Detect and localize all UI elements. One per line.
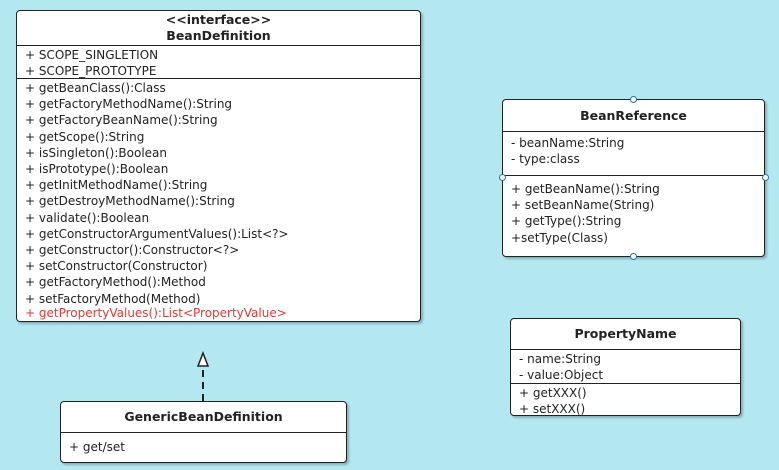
field-row: + SCOPE_SINGLETION <box>25 48 159 62</box>
method-row: + getFactoryBeanName():String <box>25 113 218 128</box>
fields-section: + SCOPE_SINGLETION + SCOPE_PROTOTYPE <box>17 45 420 78</box>
class-name: GenericBeanDefinition <box>124 409 283 424</box>
connection-handle-right[interactable] <box>762 174 769 181</box>
method-row: + setBeanName(String) <box>511 198 655 213</box>
method-row: + getXXX() <box>519 386 587 400</box>
connection-handle-left[interactable] <box>499 174 506 181</box>
generic-bean-definition-class[interactable]: GenericBeanDefinition + get/set <box>60 401 347 463</box>
method-row: + setFactoryMethod(Method) <box>25 291 201 306</box>
class-name: BeanReference <box>580 108 687 123</box>
method-row: + getType():String <box>511 214 622 229</box>
method-row: + getConstructorArgumentValues():List<?> <box>25 226 289 241</box>
property-name-class[interactable]: PropertyName - name:String - value:Objec… <box>510 318 741 416</box>
bean-definition-class[interactable]: <<interface>> BeanDefinition + SCOPE_SIN… <box>16 10 421 322</box>
fields-section: - name:String - value:Object <box>511 349 740 383</box>
method-row: + setConstructor(Constructor) <box>25 259 208 274</box>
field-row: - beanName:String <box>511 136 625 150</box>
method-row: + get/set <box>69 440 125 454</box>
methods-section: + getBeanName():String + setBeanName(Str… <box>503 175 764 247</box>
method-row: + getDestroyMethodName():String <box>25 194 235 209</box>
field-row: - type:class <box>511 152 580 167</box>
method-row: + getConstructor():Constructor<?> <box>25 243 240 258</box>
method-row: + getFactoryMethodName():String <box>25 97 233 112</box>
arrowhead-icon <box>196 350 210 367</box>
methods-section: + get/set <box>61 432 346 456</box>
class-header: <<interface>> BeanDefinition <box>17 11 420 45</box>
method-row: + getBeanClass():Class <box>25 81 166 95</box>
fields-section: - beanName:String - type:class <box>503 131 764 175</box>
method-row: +setType(Class) <box>511 230 608 245</box>
method-row: + isPrototype():Boolean <box>25 162 169 177</box>
class-header: PropertyName <box>511 319 740 349</box>
field-row: + SCOPE_PROTOTYPE <box>25 64 157 79</box>
class-name: PropertyName <box>574 326 677 341</box>
connection-handle-top[interactable] <box>630 96 637 103</box>
field-row: - value:Object <box>519 368 604 383</box>
method-row: + getBeanName():String <box>511 182 660 196</box>
class-name: BeanDefinition <box>166 28 271 44</box>
field-row: - name:String <box>519 352 602 366</box>
method-row: + validate():Boolean <box>25 210 150 225</box>
interface-stereotype: <<interface>> <box>165 12 272 27</box>
method-row: + getFactoryMethod():Method <box>25 275 206 290</box>
methods-section: + getXXX() + setXXX() <box>511 383 740 418</box>
bean-reference-class[interactable]: BeanReference - beanName:String - type:c… <box>502 99 765 257</box>
class-header: GenericBeanDefinition <box>61 402 346 432</box>
method-row: + isSingleton():Boolean <box>25 145 167 160</box>
method-row: + getInitMethodName():String <box>25 178 208 193</box>
connection-handle-bottom[interactable] <box>630 253 637 260</box>
method-row: + getScope():String <box>25 129 145 144</box>
highlighted-method-row: + getPropertyValues():List<PropertyValue… <box>25 305 287 320</box>
methods-section: + getBeanClass():Class + getFactoryMetho… <box>17 78 420 321</box>
method-row: + setXXX() <box>519 402 586 417</box>
class-header: BeanReference <box>503 100 764 131</box>
